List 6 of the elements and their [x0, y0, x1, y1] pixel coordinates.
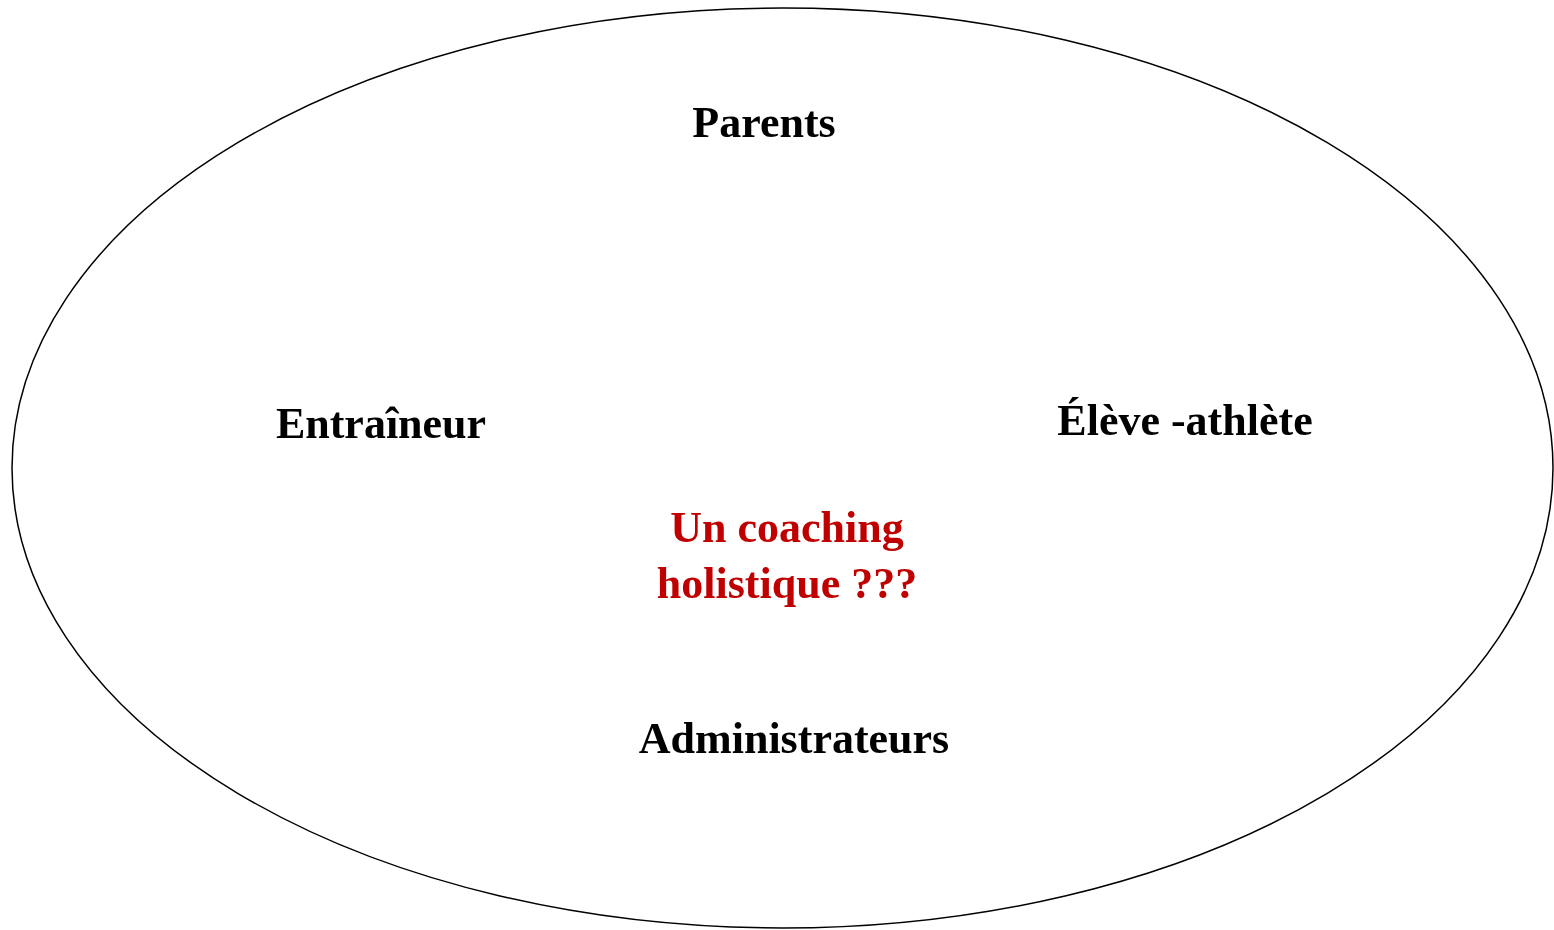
group-label: Administrateurs — [638, 713, 950, 765]
group-label: Entraîneur — [275, 398, 487, 450]
group-label: Élève -athlète — [1057, 395, 1313, 447]
ellipse-outline — [11, 7, 1554, 929]
central-question: Un coaching holistique ??? — [655, 502, 919, 610]
group-label: Parents — [692, 97, 836, 149]
